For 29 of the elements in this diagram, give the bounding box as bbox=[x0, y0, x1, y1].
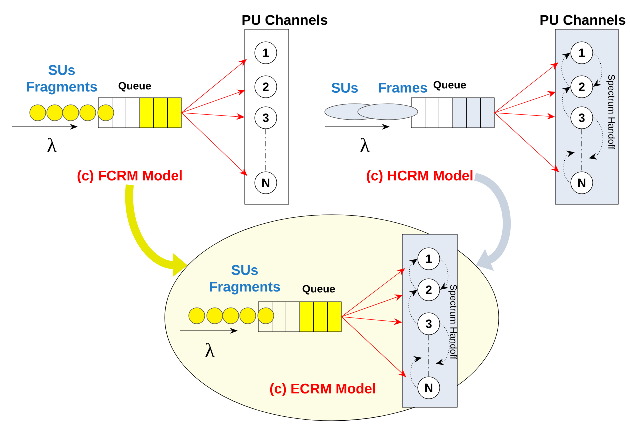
handoff-arrow bbox=[562, 87, 572, 118]
model-label: (c) FCRM Model bbox=[78, 170, 182, 184]
handoff-arrow bbox=[436, 324, 450, 366]
traffic-label: Frames bbox=[379, 83, 428, 93]
handoff-arrow bbox=[589, 118, 604, 160]
model-label: (c) HCRM Model bbox=[367, 170, 473, 184]
heading: PU Channels bbox=[242, 14, 328, 26]
heading: PU Channels bbox=[540, 14, 626, 26]
rate-label: λ bbox=[360, 138, 370, 152]
handoff-arrow bbox=[408, 290, 418, 324]
arrow bbox=[494, 112, 560, 172]
model-label: (c) ECRM Model bbox=[270, 383, 376, 397]
traffic-label: SUs Fragments bbox=[210, 265, 280, 295]
handoff-arrow bbox=[440, 258, 449, 290]
handoff-arrow bbox=[409, 259, 418, 290]
handoff-arrow bbox=[593, 52, 602, 87]
rate-label: λ bbox=[48, 138, 57, 152]
queue-label: Queue bbox=[434, 81, 466, 91]
rate-label: λ bbox=[206, 342, 215, 358]
arrow bbox=[342, 316, 406, 378]
queue-label: Queue bbox=[302, 285, 336, 295]
traffic-label: SUs Fragments bbox=[27, 65, 98, 95]
curved-arrow bbox=[474, 173, 511, 272]
dashed-line bbox=[428, 335, 430, 377]
handoff-arrow bbox=[562, 53, 572, 88]
handoff-arrow bbox=[564, 150, 575, 184]
queue-label: Queue bbox=[118, 82, 152, 92]
handoff-arrow bbox=[410, 356, 422, 388]
traffic-label: SUs bbox=[332, 83, 358, 93]
